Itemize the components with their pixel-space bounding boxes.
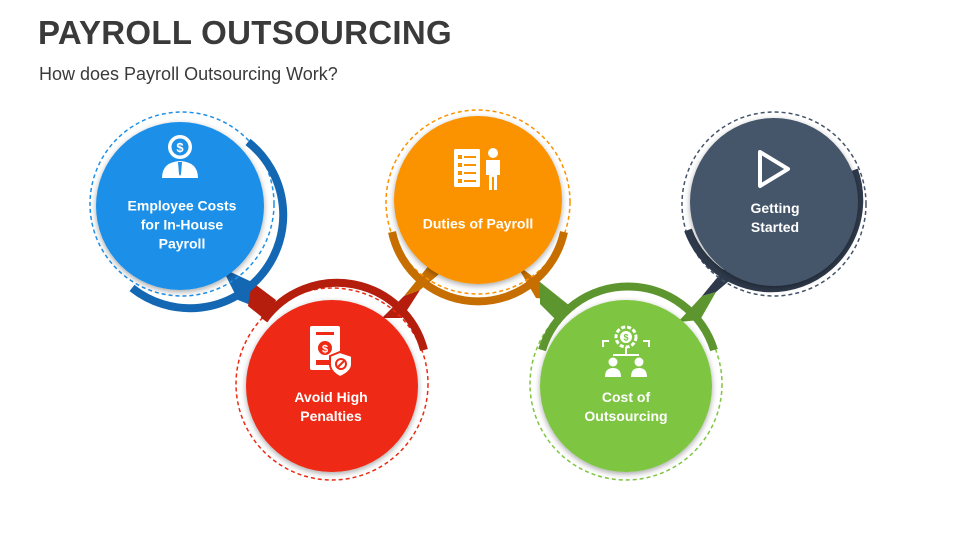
play-icon xyxy=(758,150,790,188)
svg-text:$: $ xyxy=(176,140,184,155)
team-gear-icon: $ xyxy=(602,325,650,377)
step-1-node xyxy=(89,111,288,313)
step-label-duties-of-payroll: Duties of Payroll xyxy=(422,215,534,232)
step-4-node xyxy=(529,282,723,481)
employee-dollar-icon: $ xyxy=(162,135,198,178)
page-subtitle: How does Payroll Outsourcing Work? xyxy=(39,64,338,84)
step-label-cost-of-outsourcing: Cost of Outsourcing xyxy=(584,389,668,424)
checklist-person-icon xyxy=(454,148,500,190)
step-2-node xyxy=(235,278,429,481)
svg-text:$: $ xyxy=(623,333,628,343)
step-3-node xyxy=(385,109,571,306)
invoice-shield-icon: $ xyxy=(310,326,353,378)
step-label-avoid-penalties: Avoid High Penalties xyxy=(294,389,368,424)
step-5-node xyxy=(681,111,867,297)
svg-text:$: $ xyxy=(322,344,328,356)
page-title: PAYROLL OUTSOURCING xyxy=(38,14,452,51)
step-label-getting-started: Getting Started xyxy=(750,200,800,235)
step-label-employee-costs: Employee Costs for In-House Payroll xyxy=(127,197,237,252)
